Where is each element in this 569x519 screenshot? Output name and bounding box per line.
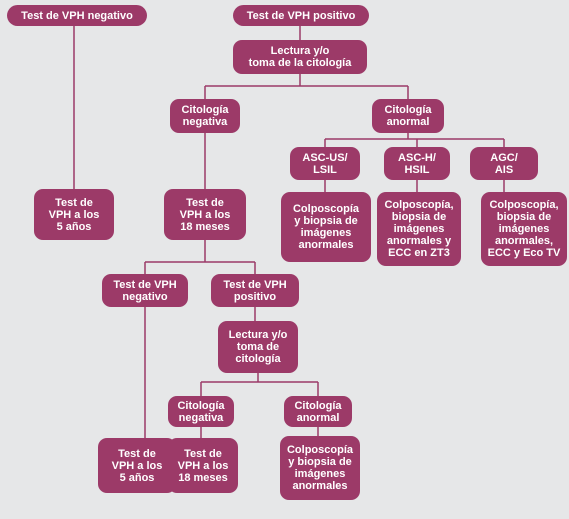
agc-ais-node: AGC/ AIS bbox=[470, 147, 538, 180]
cyto-negative-1-node: Citología negativa bbox=[170, 99, 240, 133]
cyto-abnormal-2-node: Citología anormal bbox=[284, 396, 352, 427]
hpv-negative-top-node: Test de VPH negativo bbox=[7, 5, 147, 26]
cyto-abnormal-1-node: Citología anormal bbox=[372, 99, 444, 133]
hpv-18m-1-node: Test de VPH a los 18 meses bbox=[164, 189, 246, 240]
colpo-3-node: Colposcopía, biopsia de imágenes anormal… bbox=[481, 192, 567, 266]
hpv-positive-top-node: Test de VPH positivo bbox=[233, 5, 369, 26]
asch-hsil-node: ASC-H/ HSIL bbox=[384, 147, 450, 180]
colpo-1-node: Colposcopía y biopsia de imágenes anorma… bbox=[281, 192, 371, 262]
cyto-negative-2-node: Citología negativa bbox=[168, 396, 234, 427]
hpv-positive-2-node: Test de VPH positivo bbox=[211, 274, 299, 307]
reading-1-node: Lectura y/o toma de la citología bbox=[233, 40, 367, 74]
hpv-negative-2-node: Test de VPH negativo bbox=[102, 274, 188, 307]
hpv-5y-bottom-node: Test de VPH a los 5 años bbox=[98, 438, 176, 493]
reading-2-node: Lectura y/o toma de citología bbox=[218, 321, 298, 373]
ascus-lsil-node: ASC-US/ LSIL bbox=[290, 147, 360, 180]
hpv-18m-2-node: Test de VPH a los 18 meses bbox=[168, 438, 238, 493]
colpo-4-node: Colposcopía y biopsia de imágenes anorma… bbox=[280, 436, 360, 500]
colpo-2-node: Colposcopía, biopsia de imágenes anormal… bbox=[377, 192, 461, 266]
hpv-5y-top-node: Test de VPH a los 5 años bbox=[34, 189, 114, 240]
